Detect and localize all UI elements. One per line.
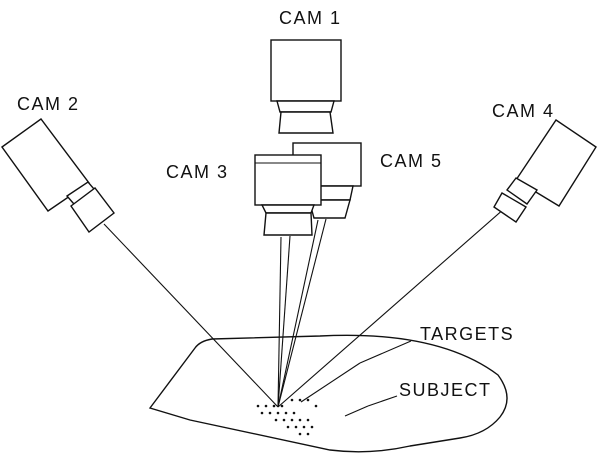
targets-label: TARGETS [420, 324, 514, 344]
subject-label: SUBJECT [399, 380, 492, 400]
camera-1 [270, 39, 342, 134]
camera-2 [1, 118, 115, 234]
cam-1-label: CAM 1 [279, 8, 342, 28]
cam-4-label: CAM 4 [492, 101, 555, 121]
cam-3-label: CAM 3 [166, 162, 229, 182]
camera-4 [493, 119, 597, 223]
cam-5-label: CAM 5 [380, 151, 443, 171]
target-dots [256, 398, 318, 436]
sight-rays [103, 200, 514, 408]
camera-3 [254, 154, 322, 236]
cam-2-label: CAM 2 [17, 94, 80, 114]
subject-surface [148, 334, 508, 453]
leader-lines [300, 340, 412, 417]
